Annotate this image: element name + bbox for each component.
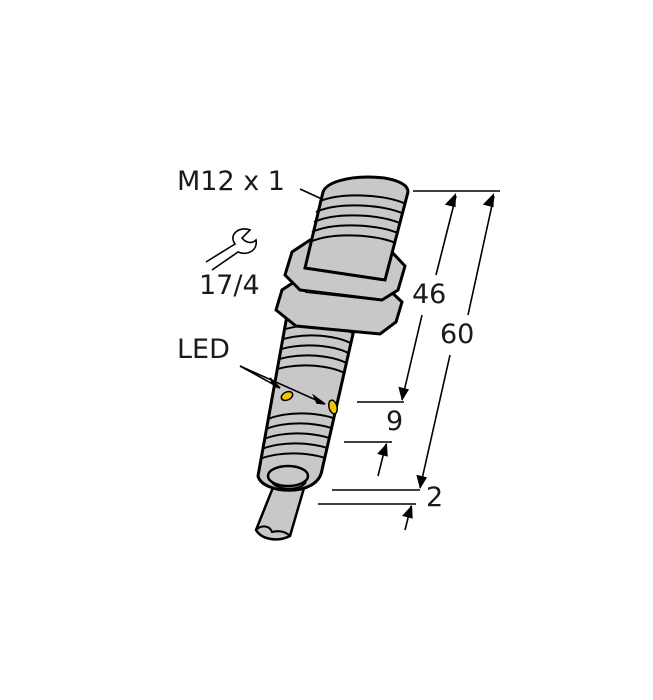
led-left xyxy=(280,390,294,402)
upper-body xyxy=(303,175,410,282)
wrench-icon xyxy=(205,228,258,271)
dimension-2: 2 xyxy=(426,482,444,513)
led-indicators xyxy=(280,390,339,415)
thread-label: M12 x 1 xyxy=(177,166,285,197)
led-right xyxy=(327,399,339,415)
dimension-lines xyxy=(318,190,500,531)
dimension-60: 60 xyxy=(440,319,475,350)
leader-lines xyxy=(239,188,326,405)
cable xyxy=(254,483,306,541)
dimension-46: 46 xyxy=(412,279,447,310)
dimension-9: 9 xyxy=(386,406,404,437)
led-label: LED xyxy=(177,334,230,365)
wrench-size-label: 17/4 xyxy=(199,270,260,301)
